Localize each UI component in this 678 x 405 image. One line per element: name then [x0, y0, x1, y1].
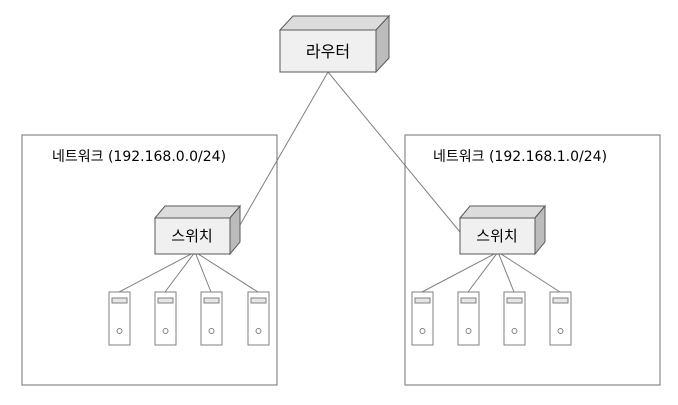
switch-node-right[interactable]: 스위치 [458, 204, 547, 256]
link-switch-left-host-1 [118, 251, 196, 293]
network-frame-left [21, 134, 278, 386]
switch-right-label: 스위치 [476, 227, 517, 245]
network-frame-right [404, 134, 661, 386]
link-switch-right-host-2 [467, 251, 499, 293]
router-box-top [278, 15, 391, 31]
server-tower-icon[interactable] [457, 291, 480, 346]
switch-left-label: 스위치 [171, 227, 212, 245]
link-switch-left-host-4 [194, 251, 259, 293]
link-router-switch-right [327, 71, 461, 233]
switch-node-left[interactable]: 스위치 [153, 204, 242, 256]
link-switch-left-host-3 [194, 251, 212, 293]
router-label: 라우터 [306, 42, 350, 61]
network-title-right: 네트워크 (192.168.1.0/24) [433, 149, 607, 165]
switch-left-box-face [154, 217, 231, 255]
server-tower-icon[interactable] [154, 291, 177, 346]
server-tower-icon[interactable] [549, 291, 572, 346]
server-tower-icon[interactable] [503, 291, 526, 346]
router-node[interactable]: 라우터 [278, 14, 391, 74]
server-tower-icon[interactable] [247, 291, 270, 346]
link-switch-right-host-3 [497, 251, 515, 293]
network-title-left: 네트워크 (192.168.0.0/24) [52, 149, 226, 165]
switch-left-box-top [153, 205, 242, 219]
server-tower-icon[interactable] [108, 291, 131, 346]
link-switch-right-host-4 [497, 251, 561, 293]
connection-lines [118, 71, 561, 293]
switch-right-box-top [458, 205, 547, 219]
link-switch-right-host-1 [421, 251, 499, 293]
switch-right-box-face [459, 217, 536, 255]
server-tower-icon[interactable] [411, 291, 434, 346]
link-router-switch-left [239, 71, 329, 226]
server-tower-icon[interactable] [200, 291, 223, 346]
router-box-face [279, 29, 377, 73]
link-switch-left-host-2 [164, 251, 196, 293]
